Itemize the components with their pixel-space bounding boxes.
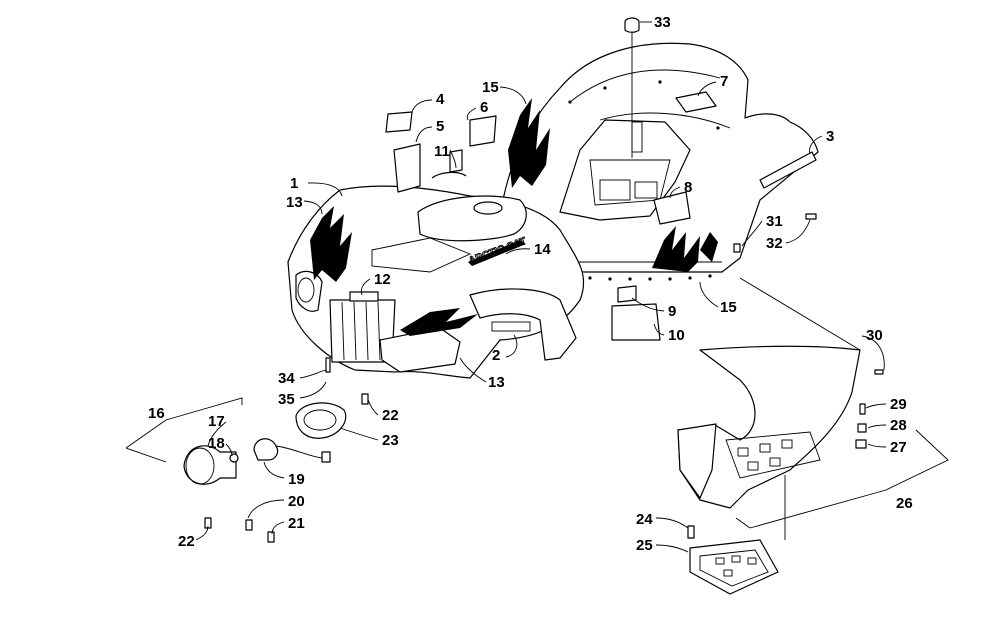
callout-23: 23 — [382, 432, 399, 449]
callout-24: 24 — [636, 511, 653, 528]
front-body-panel: ARCTIC CAT — [287, 185, 585, 379]
callout-27: 27 — [890, 439, 907, 456]
callouts: 1 2 3 4 5 6 7 8 9 10 11 12 13 13 14 15 1… — [148, 14, 913, 554]
callout-16: 16 — [148, 405, 165, 422]
callout-21: 21 — [288, 515, 305, 532]
callout-25: 25 — [636, 537, 653, 554]
callout-15b: 15 — [720, 299, 737, 316]
callout-10: 10 — [668, 327, 685, 344]
callout-30: 30 — [866, 327, 883, 344]
callout-7: 7 — [720, 73, 728, 90]
callout-33: 33 — [654, 14, 671, 31]
callout-28: 28 — [890, 417, 907, 434]
callout-35: 35 — [278, 391, 295, 408]
callout-19: 19 — [288, 471, 305, 488]
callout-12: 12 — [374, 271, 391, 288]
callout-14: 14 — [534, 241, 551, 258]
rear-body-panel — [499, 42, 819, 281]
callout-17: 17 — [208, 413, 225, 430]
callout-22b: 22 — [178, 533, 195, 550]
leader-lines — [195, 81, 887, 553]
callout-13a: 13 — [286, 194, 303, 211]
callout-8: 8 — [684, 179, 692, 196]
footwell — [677, 345, 861, 509]
callout-26: 26 — [896, 495, 913, 512]
callout-6: 6 — [480, 99, 488, 116]
headlight-assembly — [183, 402, 347, 485]
callout-20: 20 — [288, 493, 305, 510]
callout-9: 9 — [668, 303, 676, 320]
callout-5: 5 — [436, 118, 444, 135]
hardware — [204, 213, 884, 543]
callout-15a: 15 — [482, 79, 499, 96]
callout-1: 1 — [290, 175, 298, 192]
callout-18: 18 — [208, 435, 225, 452]
callout-11: 11 — [434, 143, 450, 160]
callout-29: 29 — [890, 396, 907, 413]
callout-4: 4 — [436, 91, 445, 108]
callout-3: 3 — [826, 128, 834, 145]
cap-33 — [624, 17, 652, 158]
callout-32: 32 — [766, 235, 783, 252]
callout-2: 2 — [492, 347, 500, 364]
callout-13b: 13 — [488, 374, 505, 391]
callout-34: 34 — [278, 370, 295, 387]
loose-decals — [385, 111, 661, 341]
callout-22a: 22 — [382, 407, 399, 424]
callout-31: 31 — [766, 213, 783, 230]
footplate-25 — [689, 539, 779, 595]
bracket-lines — [125, 277, 949, 540]
